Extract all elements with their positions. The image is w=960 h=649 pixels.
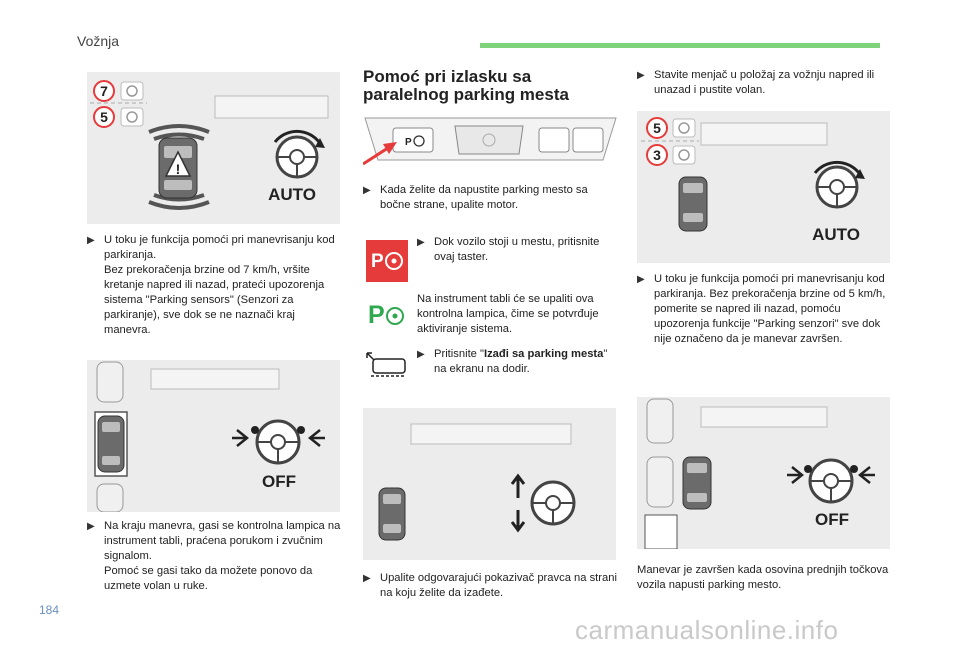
col2-step3: Na instrument tabli će se upaliti ova ko… [417, 293, 599, 335]
label-3: 3 [653, 147, 661, 163]
svg-text:!: ! [176, 161, 181, 177]
col2-step4-pre: Pritisnite " [434, 348, 484, 360]
col3-step1: ▶ Stavite menjač u položaj za vožnju nap… [637, 68, 892, 98]
col1-text2-line2: Pomoć se gasi tako da možete ponovo da u… [104, 565, 313, 592]
off-label: OFF [815, 510, 849, 529]
section-title: Pomoć pri izlasku sa paralelnog parking … [363, 67, 569, 104]
col3-text1-body: U toku je funkcija pomoći pri manevrisan… [654, 273, 886, 345]
label-5: 5 [100, 109, 108, 125]
col2-step1: ▶ Kada želite da napustite parking mesto… [363, 183, 618, 213]
off-label: OFF [262, 472, 296, 491]
steering-wheel-icon [273, 129, 325, 179]
col1-text2-line1: Na kraju manevra, gasi se kontrolna lamp… [104, 520, 341, 562]
steering-wheel-icon [251, 419, 305, 465]
green-park-indicator-icon: P [366, 296, 408, 332]
green-p-letter: P [368, 301, 385, 329]
page-number: 184 [39, 603, 60, 617]
section-header: Vožnja [77, 33, 120, 49]
auto-label: AUTO [812, 225, 860, 244]
bullet-icon: ▶ [363, 185, 371, 196]
steering-wheel-icon [804, 458, 858, 504]
steering-wheel-icon [530, 480, 576, 526]
col3-step1-text: Stavite menjač u položaj za vožnju napre… [654, 69, 875, 96]
p-button-letter: P [405, 137, 412, 148]
col2-step5-text: Upalite odgovarajući pokazivač pravca na… [380, 572, 617, 599]
col2-step4: ▶ Pritisnite "Izađi sa parking mesta" na… [417, 347, 617, 377]
control-panel-figure: P [363, 112, 618, 167]
car-sensor-graphic: ! [148, 124, 210, 210]
col3-text1: ▶ U toku je funkcija pomoći pri manevris… [637, 272, 892, 347]
arrows-in-icon [787, 466, 875, 484]
bullet-icon: ▶ [417, 237, 425, 248]
col1-text1-line2: Bez prekoračenja brzine od 7 km/h, vršit… [104, 264, 325, 336]
col3-text2: Manevar je završen kada osovina prednjih… [637, 564, 889, 591]
col1-text1-line1: U toku je funkcija pomoći pri manevrisan… [104, 234, 335, 261]
watermark: carmanualsonline.info [575, 615, 839, 645]
col2-step2-text: Dok vozilo stoji u mestu, pritisnite ova… [434, 236, 600, 263]
bullet-icon: ▶ [637, 70, 645, 81]
p-letter: P [371, 251, 384, 272]
bullet-icon: ▶ [87, 521, 95, 532]
col2-step4-post: " na ekranu na dodir. [434, 348, 608, 375]
turn-arrows-icon [510, 473, 526, 533]
parking-auto-figure: 7 5 ! [87, 72, 340, 224]
parking-off-figure: OFF [87, 360, 340, 512]
bullet-icon: ▶ [363, 573, 371, 584]
exit-off-figure: OFF [637, 397, 890, 549]
arrows-in-icon [232, 429, 325, 447]
col2-step4-bold: Izađi sa parking mesta [483, 348, 604, 360]
bullet-icon: ▶ [87, 235, 95, 246]
col1-text1: ▶ U toku je funkcija pomoći pri manevris… [87, 233, 342, 338]
exit-auto-figure: 5 3 AUTO [637, 111, 890, 263]
steering-wheel-icon [813, 160, 865, 209]
bullet-icon: ▶ [637, 274, 645, 285]
label-7: 7 [100, 83, 108, 99]
turn-signal-figure [363, 408, 616, 560]
col2-step5: ▶ Upalite odgovarajući pokazivač pravca … [363, 571, 618, 601]
park-exit-icon [365, 351, 409, 379]
section-bar [480, 43, 880, 48]
col2-step2: ▶ Dok vozilo stoji u mestu, pritisnite o… [417, 235, 617, 265]
auto-label: AUTO [268, 185, 316, 204]
label-5: 5 [653, 120, 661, 136]
col1-text2: ▶ Na kraju manevra, gasi se kontrolna la… [87, 519, 342, 594]
bullet-icon: ▶ [417, 349, 425, 360]
col2-step1-text: Kada želite da napustite parking mesto s… [380, 184, 588, 211]
park-assist-button-icon: P [366, 240, 408, 282]
